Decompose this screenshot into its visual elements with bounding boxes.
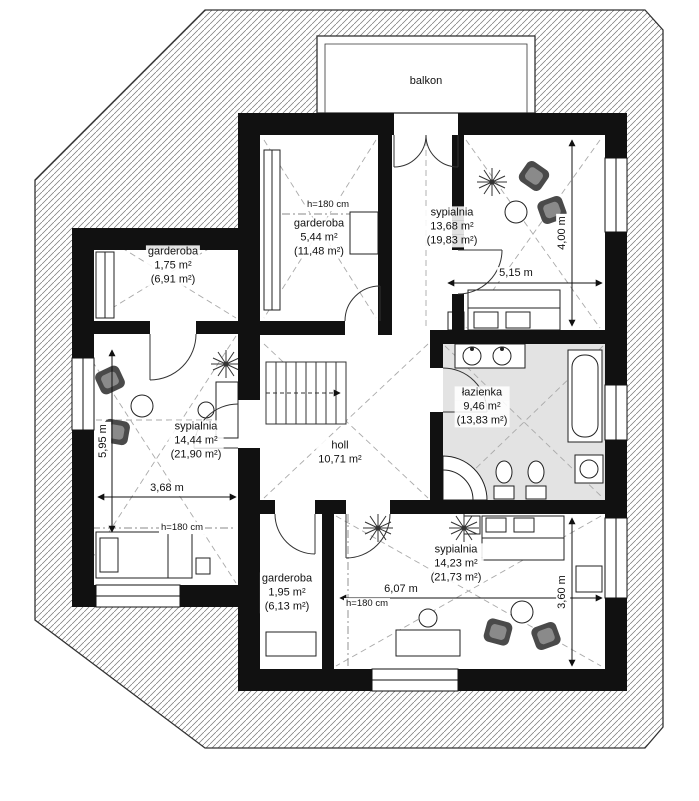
- window-symbol: [604, 384, 628, 441]
- wardrobe-wing-furniture: [95, 251, 115, 319]
- door-symbol: [345, 513, 391, 559]
- balcony-door-symbol: [393, 134, 459, 168]
- door-symbol: [149, 333, 197, 381]
- double-bed-symbol: [467, 289, 561, 331]
- windows: [71, 157, 628, 692]
- dimension-lines: [97, 139, 603, 667]
- round-table-symbol: [504, 200, 528, 224]
- bathtub-symbol: [567, 349, 603, 443]
- bidet-symbol: [525, 460, 547, 500]
- desk-symbol: [215, 381, 239, 439]
- doors: [149, 134, 503, 559]
- wardrobe-top-furniture: [263, 149, 379, 311]
- window-symbol: [371, 668, 459, 692]
- window-symbol: [71, 357, 95, 431]
- nightstand-symbol: [195, 557, 211, 575]
- door-symbol: [274, 513, 316, 555]
- walls: [72, 113, 627, 691]
- bedroom-bottom-furniture: [395, 515, 603, 657]
- balcony: [316, 35, 536, 114]
- double-bed-symbol: [481, 515, 565, 561]
- door-symbol: [344, 285, 381, 322]
- window-symbol: [604, 517, 628, 599]
- shower-symbol: [442, 455, 488, 501]
- washing-machine-symbol: [574, 454, 604, 484]
- cabinet-symbol: [575, 565, 603, 593]
- window-symbol: [95, 584, 181, 608]
- stairs-symbol: [265, 361, 347, 425]
- window-symbol: [604, 157, 628, 233]
- armchair-symbol: [101, 417, 131, 447]
- bed-symbol: [95, 531, 193, 579]
- round-table-symbol: [130, 394, 154, 418]
- bathroom-fixtures: [442, 343, 604, 501]
- wardrobe-bottom-furniture: [265, 631, 317, 657]
- toilet-symbol: [493, 460, 515, 500]
- chair-symbol: [418, 608, 438, 628]
- desk-symbol: [395, 629, 461, 657]
- round-table-symbol: [510, 600, 534, 624]
- chair-symbol: [197, 401, 215, 419]
